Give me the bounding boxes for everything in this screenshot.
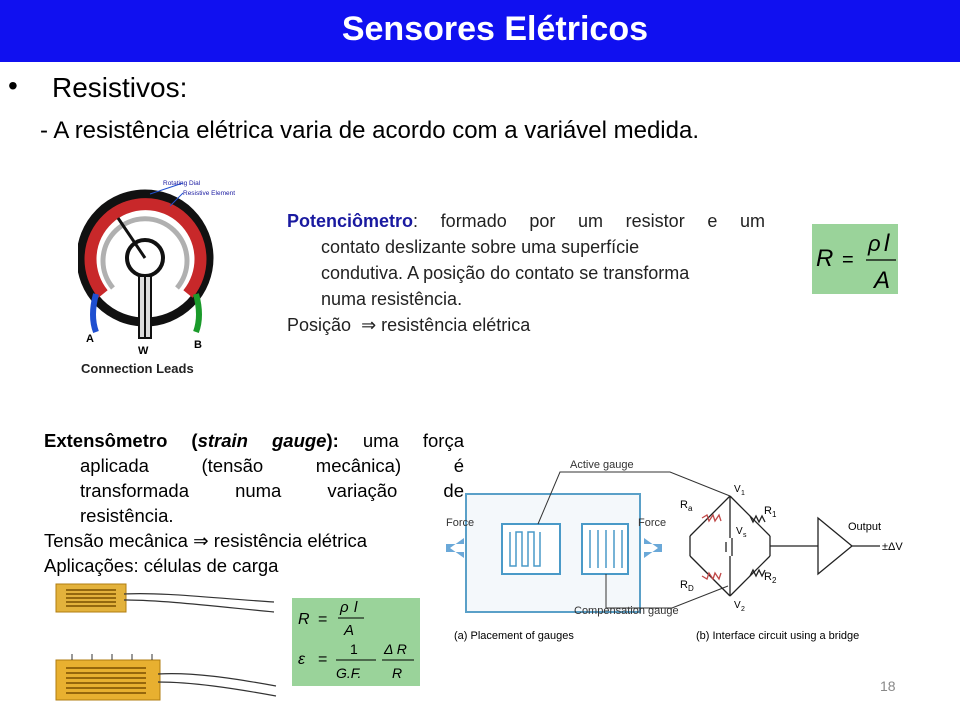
svg-text:1: 1 (741, 490, 745, 497)
resistance-formula: R = ρ l A (812, 224, 898, 294)
force-arrow-left (446, 538, 464, 558)
svg-text:V: V (736, 526, 743, 537)
svg-text:1: 1 (350, 641, 358, 657)
potentiometer-relation: Posição ⇒ resistência elétrica (287, 315, 531, 335)
svg-text:A: A (872, 267, 890, 294)
label-lead-a: A (86, 333, 94, 345)
svg-text:Δ R: Δ R (383, 641, 407, 657)
svg-text:D: D (688, 584, 694, 593)
svg-text:2: 2 (741, 606, 745, 613)
potentiometer-term: Potenciômetro (287, 211, 414, 231)
svg-text:V: V (734, 600, 741, 611)
svg-text:R: R (392, 665, 402, 681)
page-number: 18 (880, 678, 896, 694)
svg-text:=: = (318, 651, 327, 668)
svg-text:R: R (764, 571, 772, 583)
wheatstone-bridge (689, 495, 880, 597)
svg-text:ρ: ρ (339, 599, 349, 616)
force-label-left: Force (446, 517, 474, 529)
potentiometer-figure: Rotating Dial Resistive Element A W B Co… (78, 180, 235, 376)
delta-v-label: ±ΔV (882, 541, 903, 553)
bridge-circuit-figure: Force Force Active gauge Compensation ga… (446, 459, 903, 642)
svg-text:V: V (734, 484, 741, 495)
active-gauge-label: Active gauge (570, 459, 634, 471)
svg-text:a: a (688, 504, 693, 513)
label-rotating-dial: Rotating Dial (163, 180, 201, 187)
svg-text:1: 1 (772, 510, 777, 519)
svg-text:ε: ε (298, 651, 306, 668)
strain-gauge-2 (55, 659, 161, 701)
force-arrow-right (644, 538, 662, 558)
section-description: - A resistência elétrica varia de acordo… (40, 117, 699, 144)
svg-text:A: A (343, 622, 354, 639)
label-lead-w: W (138, 345, 149, 357)
svg-text:2: 2 (772, 576, 777, 585)
extensometer-relation: Tensão mecânica ⇒ resistência elétrica (44, 530, 367, 551)
slide-title: Sensores Elétricos (341, 10, 648, 48)
svg-text:R: R (680, 579, 688, 591)
force-label-right: Force (638, 517, 666, 529)
output-label: Output (848, 521, 881, 533)
svg-text:=: = (318, 611, 327, 628)
compensation-gauge-label: Compensation gauge (574, 605, 679, 617)
section-heading: Resistivos: (52, 72, 188, 103)
svg-text:G.F.: G.F. (336, 665, 361, 681)
extensometer-description: Extensômetro (strain gauge): uma força a… (44, 430, 464, 576)
lead-a-wire (90, 293, 99, 334)
label-resistive-element: Resistive Element (183, 190, 235, 197)
label-lead-b: B (194, 339, 202, 351)
implies-arrow: ⇒ (193, 530, 209, 551)
svg-text:s: s (743, 532, 747, 539)
potentiometer-description: Potenciômetro: formado por um resistor e… (287, 208, 765, 338)
strain-gauge-photos (55, 583, 277, 701)
pot-resistive-element (84, 198, 207, 298)
svg-text:=: = (842, 249, 854, 271)
caption-b: (b) Interface circuit using a bridge (696, 630, 859, 642)
pot-caption: Connection Leads (81, 361, 194, 376)
svg-text:ρ: ρ (867, 231, 881, 256)
svg-text:R: R (680, 499, 688, 511)
applications-text: Aplicações: células de carga (44, 555, 279, 576)
svg-text:R: R (764, 505, 772, 517)
implies-arrow: ⇒ (361, 315, 377, 335)
lead-b-wire (193, 293, 202, 334)
svg-text:R: R (298, 611, 310, 628)
title-bar (0, 0, 960, 62)
pot-wiper (116, 217, 147, 259)
bullet-icon: • (8, 70, 18, 101)
compensation-gauge-element (581, 523, 629, 575)
gauge-formula: R = ρ l A ε = 1 G.F. Δ R R (292, 598, 420, 686)
svg-text:R: R (816, 245, 833, 272)
svg-text:l: l (884, 230, 890, 257)
svg-text:l: l (354, 599, 358, 616)
caption-a: (a) Placement of gauges (454, 630, 574, 642)
